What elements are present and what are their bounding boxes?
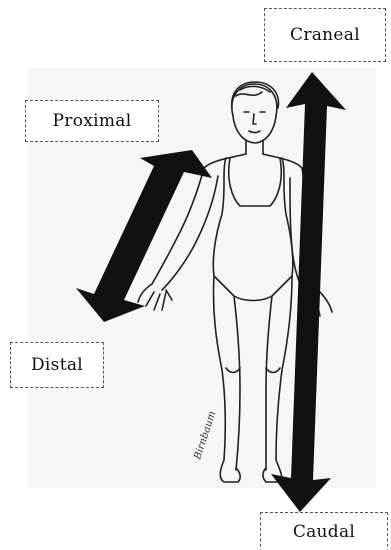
face-features [244,112,265,133]
label-craneal: Craneal [264,8,386,62]
right-leg [266,276,292,470]
craneal-caudal-arrow [271,72,346,512]
label-proximal-text: Proximal [53,111,132,131]
label-craneal-text: Craneal [290,25,360,45]
hair [232,82,279,108]
left-leg [213,276,240,470]
leotard [213,158,292,301]
label-distal-text: Distal [31,355,83,375]
label-proximal: Proximal [25,100,159,142]
artist-signature: Birnbaum [192,410,218,462]
torso [204,154,302,168]
label-distal: Distal [10,342,104,388]
label-caudal-text: Caudal [293,522,355,542]
proximal-distal-arrow [76,150,212,322]
knees [226,368,280,373]
label-caudal: Caudal [260,512,388,550]
